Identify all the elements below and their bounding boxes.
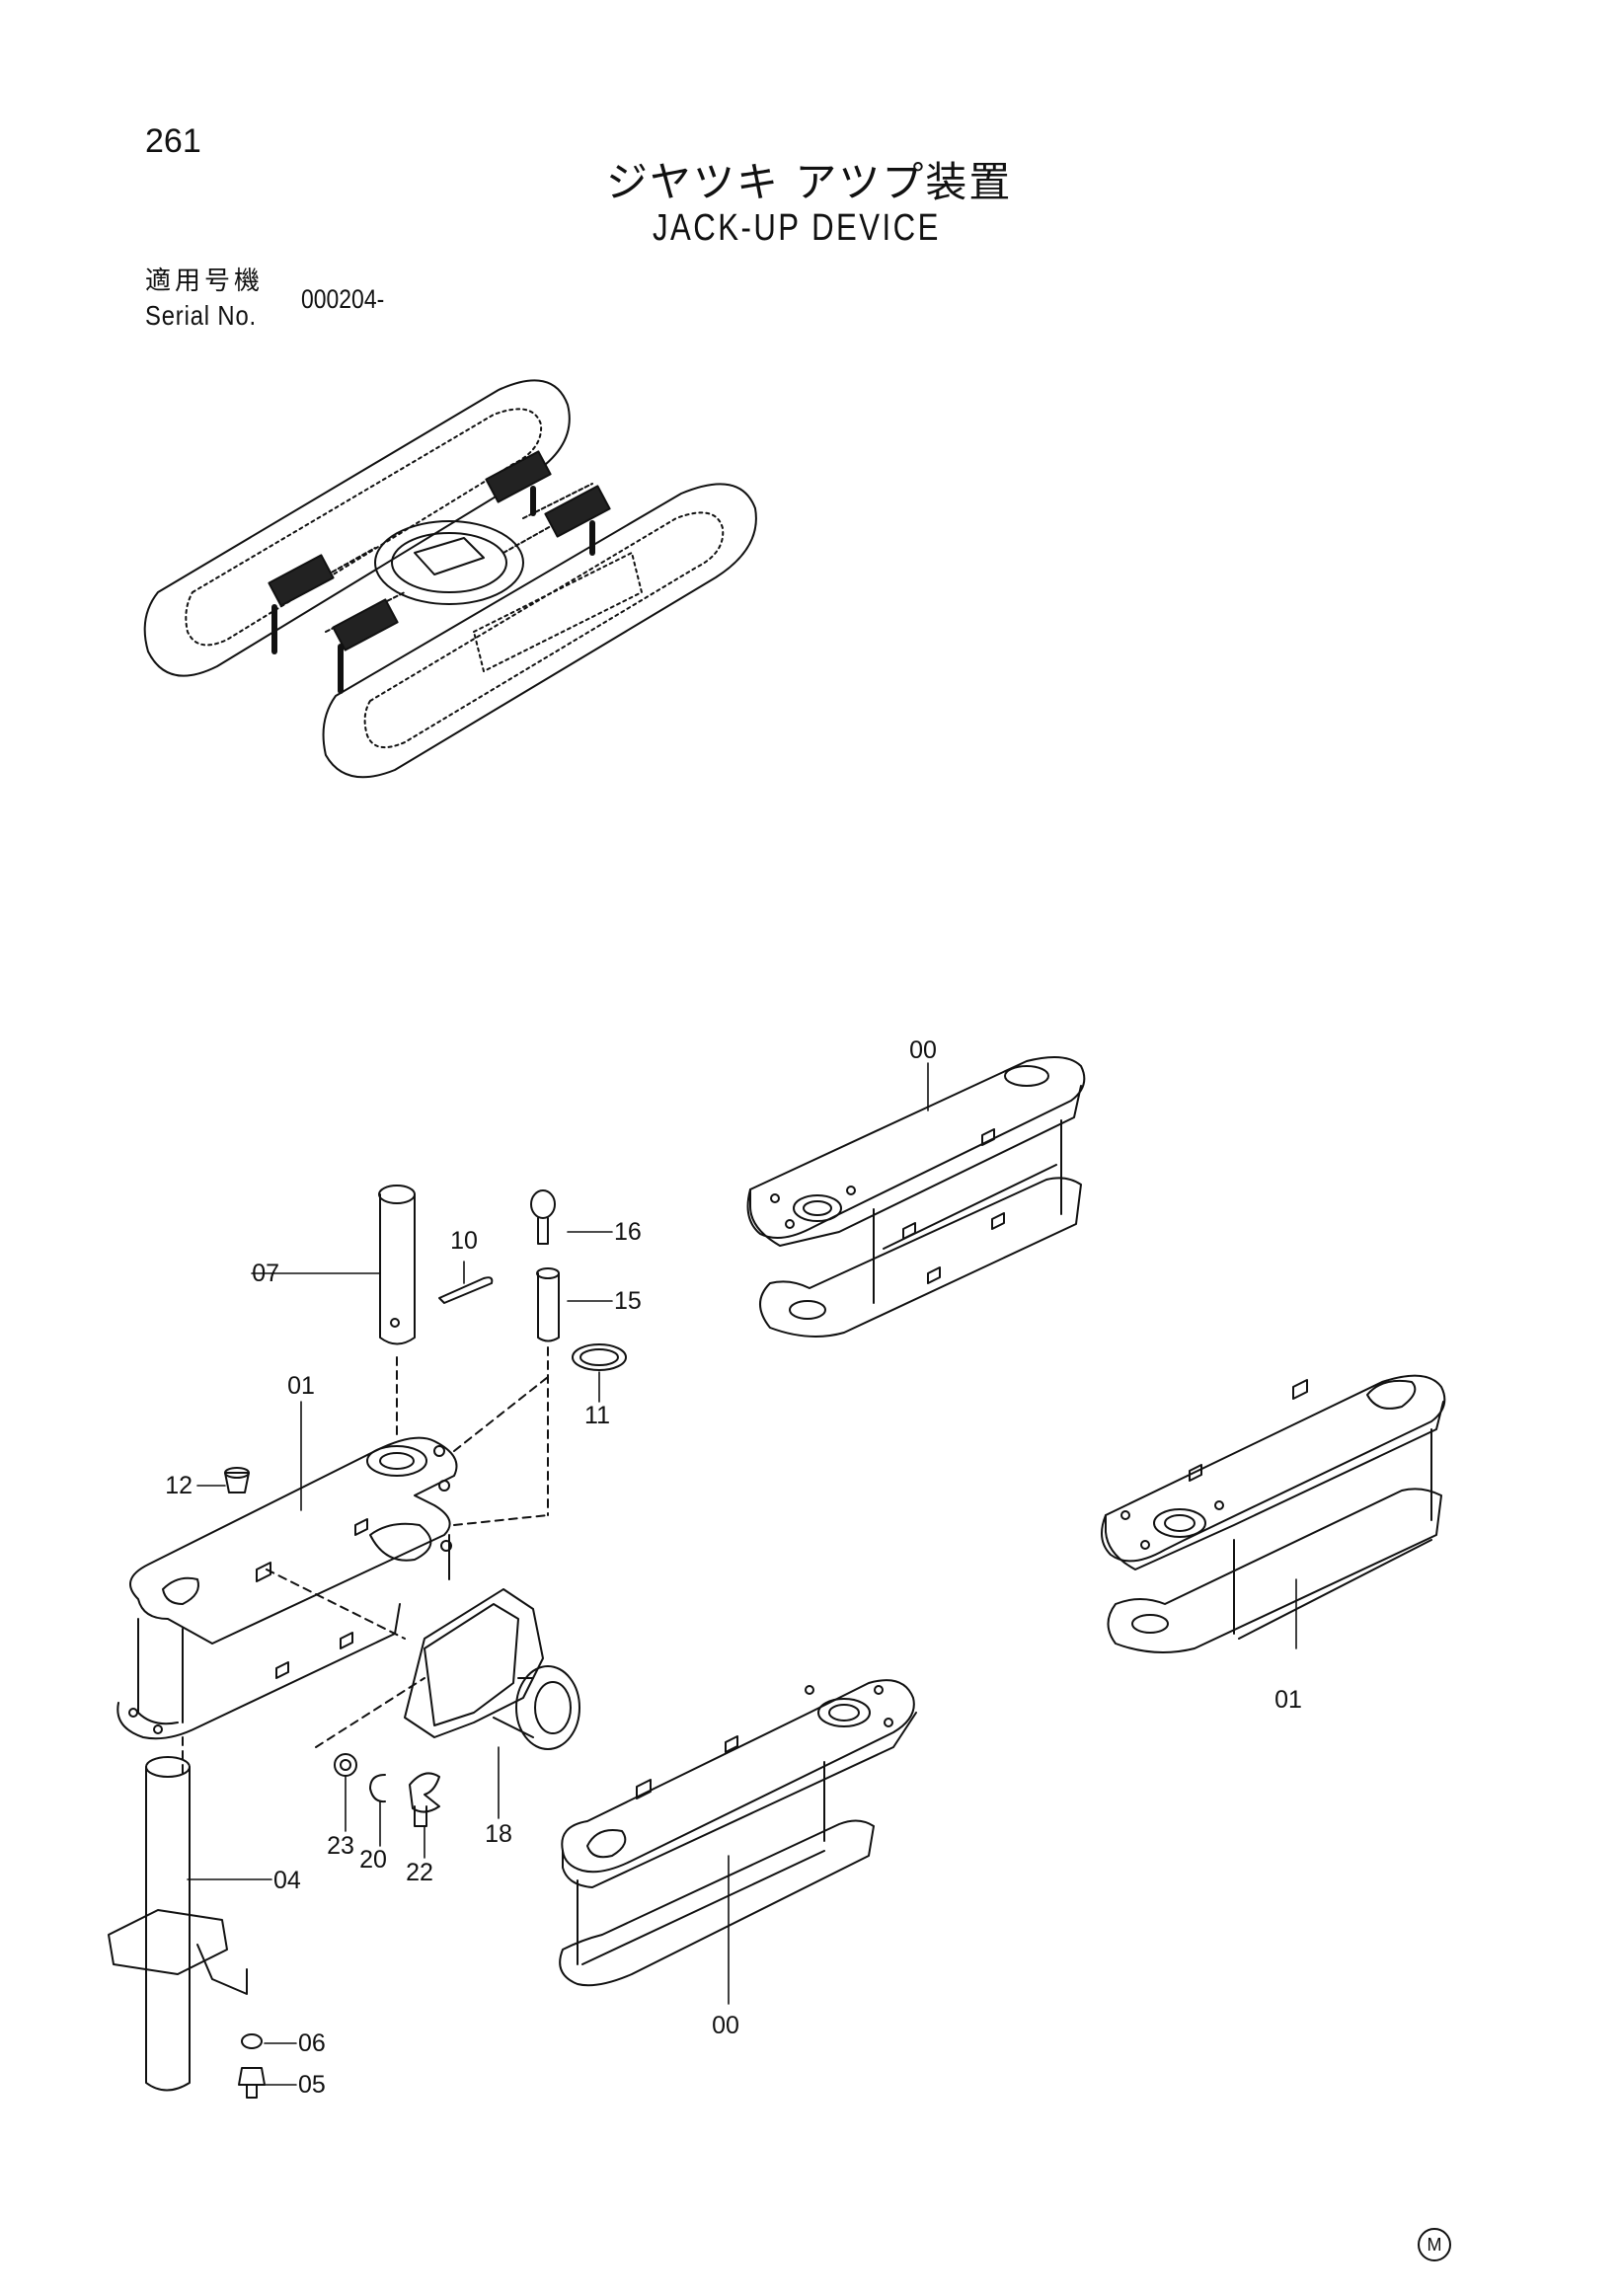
callout-06: 06 <box>298 2029 326 2057</box>
callout-15: 15 <box>614 1287 642 1315</box>
jackup-frame-00-bottom-illustration <box>559 1679 917 1987</box>
callout-11: 11 <box>584 1402 610 1429</box>
callout-12: 12 <box>165 1472 193 1499</box>
callout-18: 18 <box>485 1820 512 1848</box>
manufacturer-mark-icon: M <box>1418 2228 1451 2261</box>
callout-01-right: 01 <box>1274 1686 1302 1714</box>
callout-00-top: 00 <box>909 1036 937 1064</box>
callout-23: 23 <box>327 1832 354 1860</box>
serial-number-value: 000204- <box>301 284 385 314</box>
title-japanese: ジヤツキ アツプ装置 <box>606 158 1013 206</box>
title-english: JACK-UP DEVICE <box>653 207 941 249</box>
callout-00-bottom: 00 <box>712 2012 739 2039</box>
serial-label-english: Serial No. <box>145 300 257 331</box>
callout-22: 22 <box>406 1859 433 1886</box>
callout-16: 16 <box>614 1218 642 1246</box>
undercarriage-overview-illustration <box>143 379 757 779</box>
callout-01-left: 01 <box>287 1372 315 1400</box>
callout-05: 05 <box>298 2071 326 2099</box>
callout-10: 10 <box>450 1227 478 1255</box>
callout-04: 04 <box>273 1867 301 1894</box>
jackup-exploded-assembly-illustration <box>108 1185 627 2099</box>
callout-07: 07 <box>252 1260 279 1287</box>
serial-label-japanese: 適用号機 <box>145 267 265 296</box>
jackup-frame-00-top-illustration <box>746 1056 1086 1338</box>
page-number: 261 <box>145 122 201 160</box>
callout-20: 20 <box>359 1846 387 1874</box>
leader-lines <box>187 1062 1297 2086</box>
jackup-frame-01-right-illustration <box>1101 1374 1446 1653</box>
